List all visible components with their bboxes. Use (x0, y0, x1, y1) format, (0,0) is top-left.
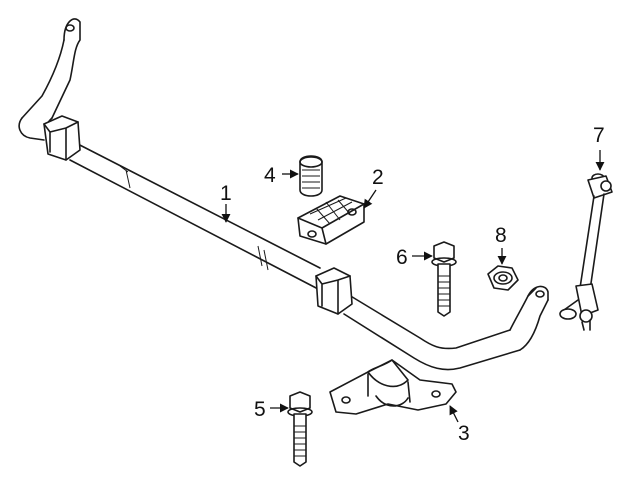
stabilizer-bar (18, 18, 549, 371)
bracket (297, 195, 365, 245)
callout-4: 4 (264, 164, 276, 187)
callout-5: 5 (254, 398, 266, 421)
callout-3: 3 (458, 422, 470, 445)
callout-6: 6 (396, 246, 408, 269)
callout-8: 8 (495, 224, 507, 247)
bushing-insert (299, 155, 323, 197)
mount-bracket (329, 359, 457, 415)
callout-7: 7 (593, 124, 605, 147)
nut-8 (487, 265, 519, 291)
stabilizer-link (559, 173, 613, 331)
callout-2: 2 (372, 166, 384, 189)
callout-leaders (221, 150, 605, 423)
bolt-6 (431, 241, 457, 317)
bolt-5 (287, 391, 313, 467)
callout-1: 1 (220, 182, 232, 205)
